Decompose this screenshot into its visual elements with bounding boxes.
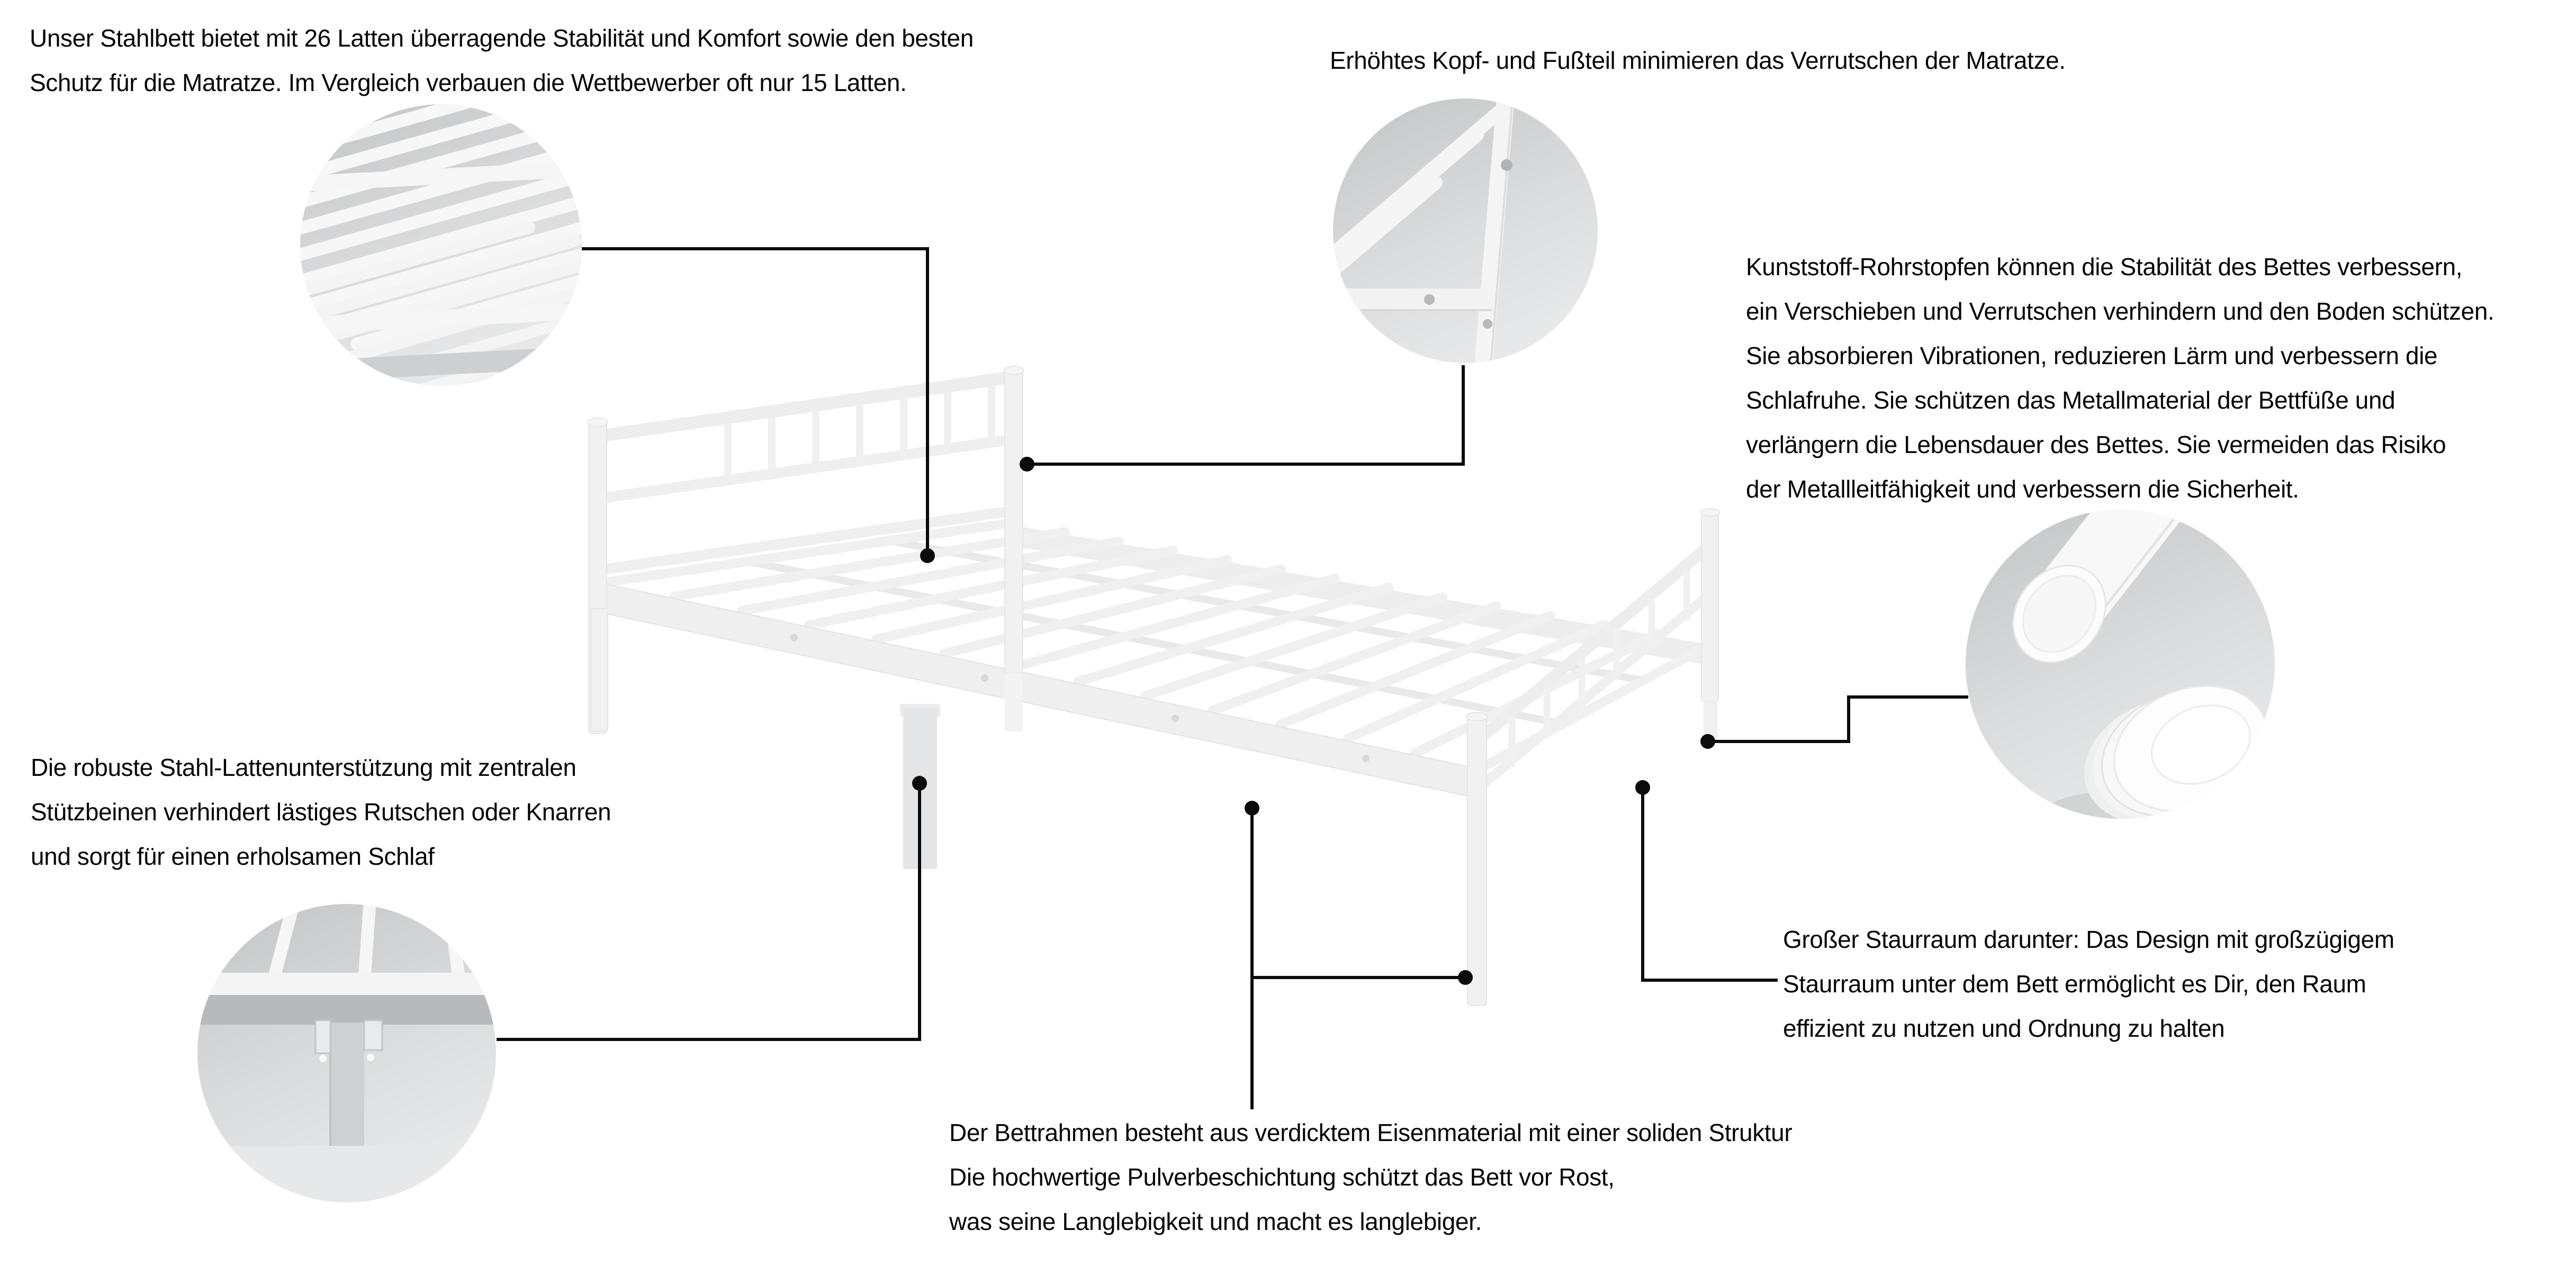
annotation-slats: Unser Stahlbett bietet mit 26 Latten übe… — [30, 16, 974, 105]
front-left-leg — [590, 608, 608, 732]
annotation-line: was seine Langlebigkeit und macht es lan… — [949, 1208, 1482, 1235]
annotation-line: Stützbeinen verhindert lästiges Rutschen… — [31, 798, 611, 826]
callout-dot-center-support — [912, 776, 927, 791]
headboard-corner-inset — [1333, 98, 1598, 363]
head-right-leg — [1005, 673, 1023, 731]
callout-line-frame — [1250, 808, 1465, 1109]
callout-dot-frame-rail — [1245, 801, 1259, 816]
annotation-line: Die hochwertige Pulverbeschichtung schüt… — [949, 1163, 1615, 1191]
annotation-line: effizient zu nutzen und Ordnung zu halte… — [1783, 1015, 2225, 1042]
callout-dot-stopper — [1700, 734, 1715, 749]
headboard-right-post — [1004, 369, 1023, 674]
annotation-line: und sorgt für einen erholsamen Schlaf — [31, 843, 435, 870]
foot-rear-post — [1701, 511, 1719, 702]
callout-lines — [497, 247, 1968, 1109]
callout-line-storage — [1641, 788, 1778, 982]
annotation-line: ein Verschieben und Verrutschen verhinde… — [1746, 297, 2494, 325]
annotation-line: Kunststoff-Rohrstopfen können die Stabil… — [1746, 253, 2463, 280]
annotation-line: Großer Staurraum darunter: Das Design mi… — [1783, 926, 2394, 953]
headboard-spindles — [724, 385, 995, 483]
callout-dot-storage — [1635, 780, 1650, 795]
headboard — [587, 366, 1024, 734]
callout-line-stopper — [1708, 695, 1968, 743]
annotation-line: Erhöhtes Kopf- und Fußteil minimieren da… — [1330, 47, 2066, 74]
plastic-stopper-inset — [1966, 510, 2275, 819]
annotation-line: Staurraum unter dem Bett ermöglicht es D… — [1783, 970, 2366, 998]
bed-frame-drawing — [587, 366, 1720, 1006]
annotation-line: Schlafruhe. Sie schützen das Metallmater… — [1746, 386, 2395, 414]
slats-detail-inset — [300, 104, 582, 386]
annotation-center-support: Die robuste Stahl-Lattenunterstützung mi… — [31, 745, 611, 879]
annotation-storage: Großer Staurraum darunter: Das Design mi… — [1783, 917, 2394, 1051]
annotation-headfoot: Erhöhtes Kopf- und Fußteil minimieren da… — [1330, 38, 2066, 83]
callout-line-center-support — [497, 783, 921, 1041]
annotation-line: Die robuste Stahl-Lattenunterstützung mi… — [31, 754, 577, 781]
annotation-stoppers: Kunststoff-Rohrstopfen können die Stabil… — [1746, 245, 2494, 511]
callout-dot-headfoot — [1020, 457, 1034, 472]
annotation-line: Der Bettrahmen besteht aus verdicktem Ei… — [949, 1119, 1793, 1146]
annotation-line: Sie absorbieren Vibrationen, reduzieren … — [1746, 342, 2438, 369]
annotation-line: Schutz für die Matratze. Im Vergleich ve… — [30, 69, 907, 96]
callout-line-slats — [582, 247, 929, 556]
annotation-line: verlängern die Lebensdauer des Bettes. S… — [1746, 431, 2446, 458]
annotation-line: Unser Stahlbett bietet mit 26 Latten übe… — [30, 24, 974, 52]
callout-dots — [912, 457, 1715, 985]
callout-line-headfoot — [1027, 365, 1465, 466]
slat-deck — [602, 518, 1717, 772]
annotation-line: der Metallleitfähigkeit und verbessern d… — [1746, 475, 2299, 503]
footboard — [1466, 508, 1720, 1006]
footboard-spindles — [1508, 569, 1690, 767]
callout-dot-frame-leg — [1458, 970, 1473, 985]
center-leg-inset — [197, 904, 496, 1202]
annotation-frame-material: Der Bettrahmen besteht aus verdicktem Ei… — [949, 1110, 1793, 1244]
callout-dot-slats — [920, 548, 935, 563]
foot-front-leg — [1467, 715, 1487, 1006]
rivets — [790, 634, 1370, 762]
